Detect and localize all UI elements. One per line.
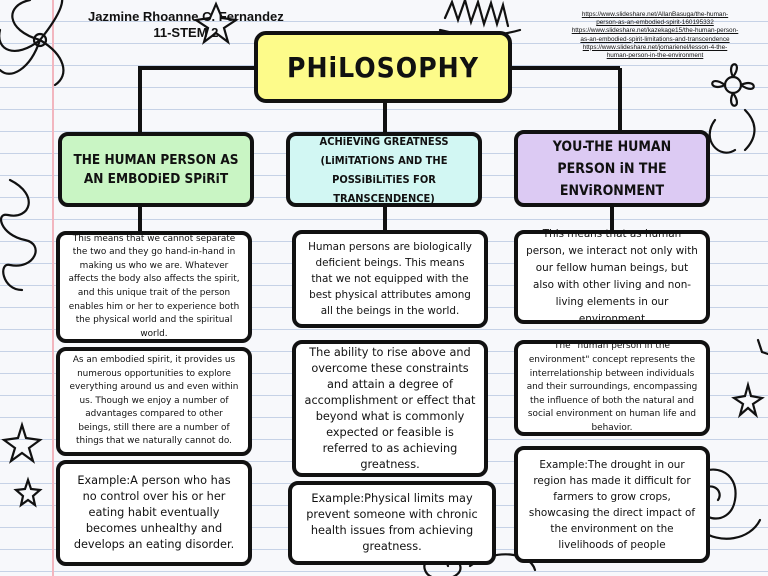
- spiral-doodle-icon: [0, 0, 65, 87]
- star-doodle-icon: [1, 421, 43, 508]
- concept-box: This means that as human person, we inte…: [514, 228, 710, 325]
- concept-box: This means that we cannot separate the t…: [56, 231, 252, 343]
- author-section: 11-STEM 2: [153, 25, 219, 40]
- reference-link[interactable]: human-person-in-the-environment: [606, 52, 704, 60]
- concept-box: The ability to rise above and overcome t…: [292, 340, 488, 477]
- concept-box: As an embodied spirit, it provides us nu…: [56, 347, 252, 456]
- reference-link[interactable]: as-an-embodied-spirit-limitations-and-tr…: [580, 35, 730, 43]
- concept-box: The "human person in the environment" co…: [514, 340, 710, 436]
- reference-link[interactable]: https://www.slideshare.net/AllanBasuga/t…: [581, 11, 729, 18]
- squiggle-doodle-icon: [0, 178, 37, 292]
- example-box: Example:Physical limits may prevent some…: [288, 481, 496, 565]
- author-name: Jazmine Rhoanne C. Fernandez: [88, 9, 284, 24]
- column-heading-embodied-spirit: THE HUMAN PERSON AS AN EMBODiED SPiRiT: [58, 132, 254, 207]
- example-box: Example:A person who has no control over…: [56, 460, 252, 566]
- zigzag-doodle-icon: [438, 0, 522, 37]
- column-heading-human-environment: YOU-THE HUMAN PERSON iN THE ENViRONMENT: [514, 130, 710, 207]
- star-doodle-icon: [192, 1, 240, 45]
- references-list: https://www.slideshare.net/AllanBasuga/t…: [550, 11, 760, 60]
- concept-box: Human persons are biologically deficient…: [292, 230, 488, 328]
- reference-link[interactable]: https://www.slideshare.net/kazekage15/th…: [571, 27, 739, 35]
- star-doodle-icon: [731, 338, 768, 419]
- main-title: PHiLOSOPHY: [254, 31, 512, 103]
- example-box: Example:The drought in our region has ma…: [514, 446, 710, 563]
- reference-link[interactable]: person-as-an-embodied-spirit-160195332: [596, 19, 714, 27]
- connector-lines: [138, 66, 622, 232]
- column-heading-achieving-greatness: ACHiEViNG GREATNESS (LiMiTATiONS AND THE…: [286, 132, 482, 207]
- flower-doodle-icon: [708, 63, 756, 154]
- author-block: Jazmine Rhoanne C. Fernandez 11-STEM 2: [88, 9, 284, 41]
- reference-link[interactable]: https://www.slideshare.net/jomarienel/le…: [582, 43, 728, 51]
